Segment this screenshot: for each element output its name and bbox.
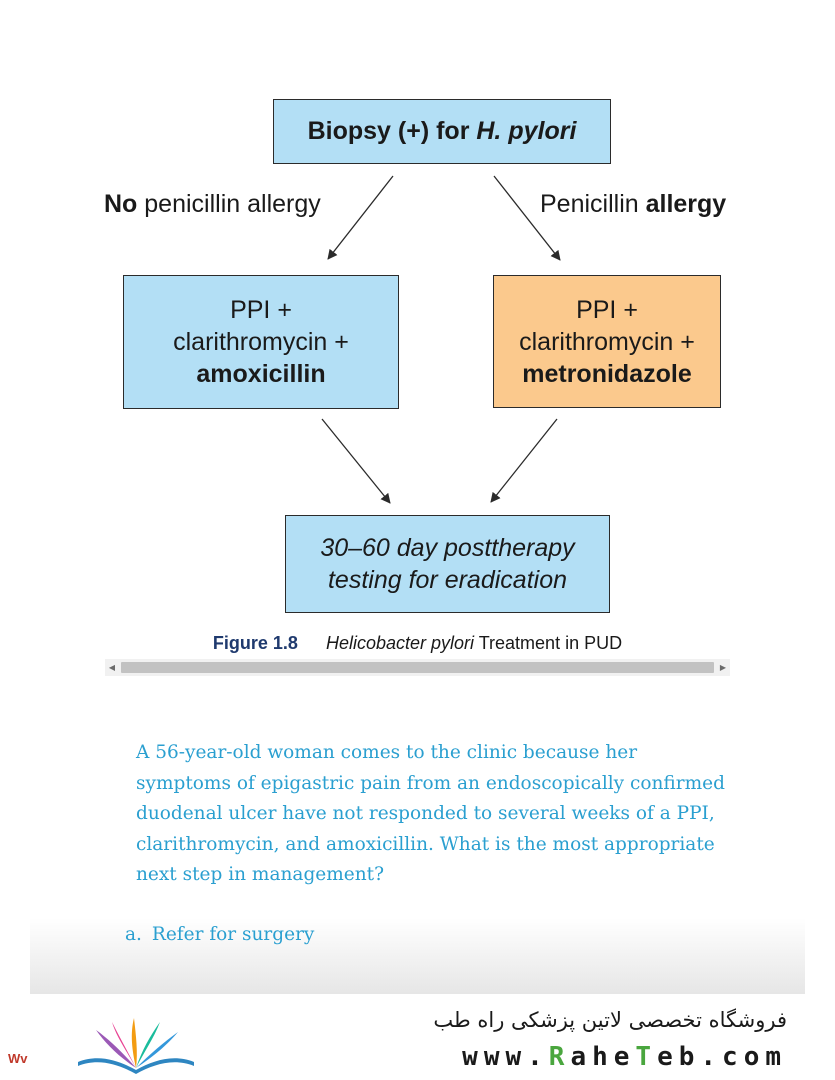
left-box-line3: amoxicillin <box>196 360 326 388</box>
question-text: A 56-year-old woman comes to the clinic … <box>136 742 725 886</box>
bottom-box-line1: 30–60 day posttherapy <box>320 534 575 562</box>
posttherapy-testing-box: 30–60 day posttherapy testing for eradic… <box>285 515 610 613</box>
amoxicillin-regimen-box: PPI + clarithromycin + amoxicillin <box>123 275 399 409</box>
figure-label: Figure 1.8 <box>212 633 298 653</box>
bottom-fade <box>30 918 805 994</box>
option-a-text: Refer for surgery <box>151 924 315 945</box>
scroll-thumb[interactable] <box>121 662 714 673</box>
bottom-box-line2: testing for eradication <box>327 566 568 594</box>
biopsy-box-text: Biopsy (+) for H. pylori <box>307 117 577 145</box>
shop-name: فروشگاه تخصصی لاتین پزشکی راه طب <box>433 1008 787 1032</box>
arrow-top-to-right <box>493 175 561 261</box>
flowchart-arrows <box>321 175 561 504</box>
branch-label-no-allergy: No penicillin allergy <box>104 190 321 218</box>
metronidazole-regimen-box: PPI + clarithromycin + metronidazole <box>493 275 721 408</box>
answer-option-a[interactable]: a. Refer for surgery <box>125 924 314 945</box>
biopsy-box: Biopsy (+) for H. pylori <box>273 99 611 164</box>
left-box-line2: clarithromycin + <box>173 328 349 356</box>
figure-caption: Figure 1.8 Helicobacter pylori Treatment… <box>212 633 623 653</box>
corner-mark: Wv <box>8 1051 28 1066</box>
right-box-line1: PPI + <box>576 295 638 324</box>
arrow-left-to-bottom <box>321 418 391 504</box>
left-box-line1: PPI + <box>230 296 292 324</box>
website-url[interactable]: www.RaheTeb.com <box>462 1042 787 1072</box>
footer-banner: Wv فروشگاه تخصصی لاتین پزشکی راه طب www.… <box>0 994 835 1080</box>
option-a-letter: a. <box>125 924 142 945</box>
right-box-line3: metronidazole <box>522 359 692 388</box>
branch-label-allergy: Penicillin allergy <box>540 190 727 218</box>
book-rainbow-logo <box>78 1018 194 1074</box>
horizontal-scrollbar[interactable]: ◀ ▶ <box>105 659 730 676</box>
arrow-top-to-left <box>327 175 394 260</box>
scroll-right-button[interactable]: ▶ <box>719 663 727 672</box>
arrow-right-to-bottom <box>490 418 558 503</box>
right-box-line2: clarithromycin + <box>519 327 695 356</box>
scroll-left-button[interactable]: ◀ <box>108 663 116 672</box>
